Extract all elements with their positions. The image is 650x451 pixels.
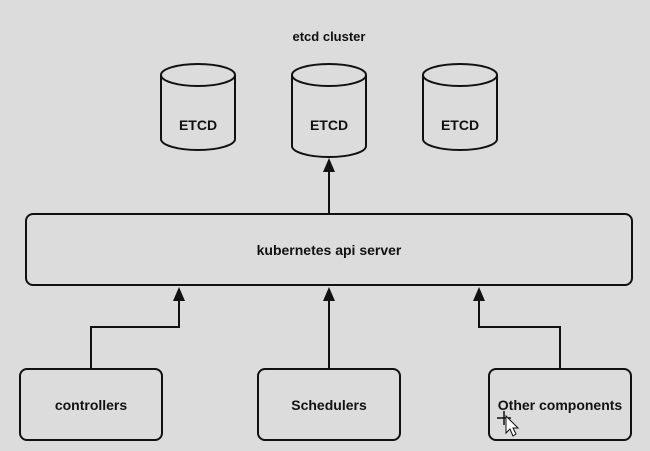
other-components-label: Other components [498, 397, 623, 413]
schedulers-box: Schedulers [257, 368, 401, 441]
etcd-node-3-label: ETCD [441, 117, 479, 133]
etcd-node-2: ETCD [291, 63, 367, 158]
api-server-box: kubernetes api server [25, 213, 633, 286]
controllers-label: controllers [55, 397, 128, 413]
etcd-node-1: ETCD [160, 63, 236, 151]
etcd-cluster-title: etcd cluster [293, 29, 366, 44]
arrow-schedulers-to-api [323, 287, 335, 369]
other-components-box: Other components [488, 368, 632, 441]
etcd-node-3: ETCD [422, 63, 498, 151]
etcd-node-1-label: ETCD [179, 117, 217, 133]
api-server-label: kubernetes api server [257, 242, 402, 258]
arrow-api-to-etcd [323, 158, 335, 213]
controllers-box: controllers [19, 368, 163, 441]
etcd-node-2-label: ETCD [310, 117, 348, 133]
arrow-controllers-to-api [90, 287, 185, 369]
arrow-other-to-api [473, 287, 561, 369]
mouse-cursor-icon [497, 411, 520, 437]
schedulers-label: Schedulers [291, 397, 367, 413]
